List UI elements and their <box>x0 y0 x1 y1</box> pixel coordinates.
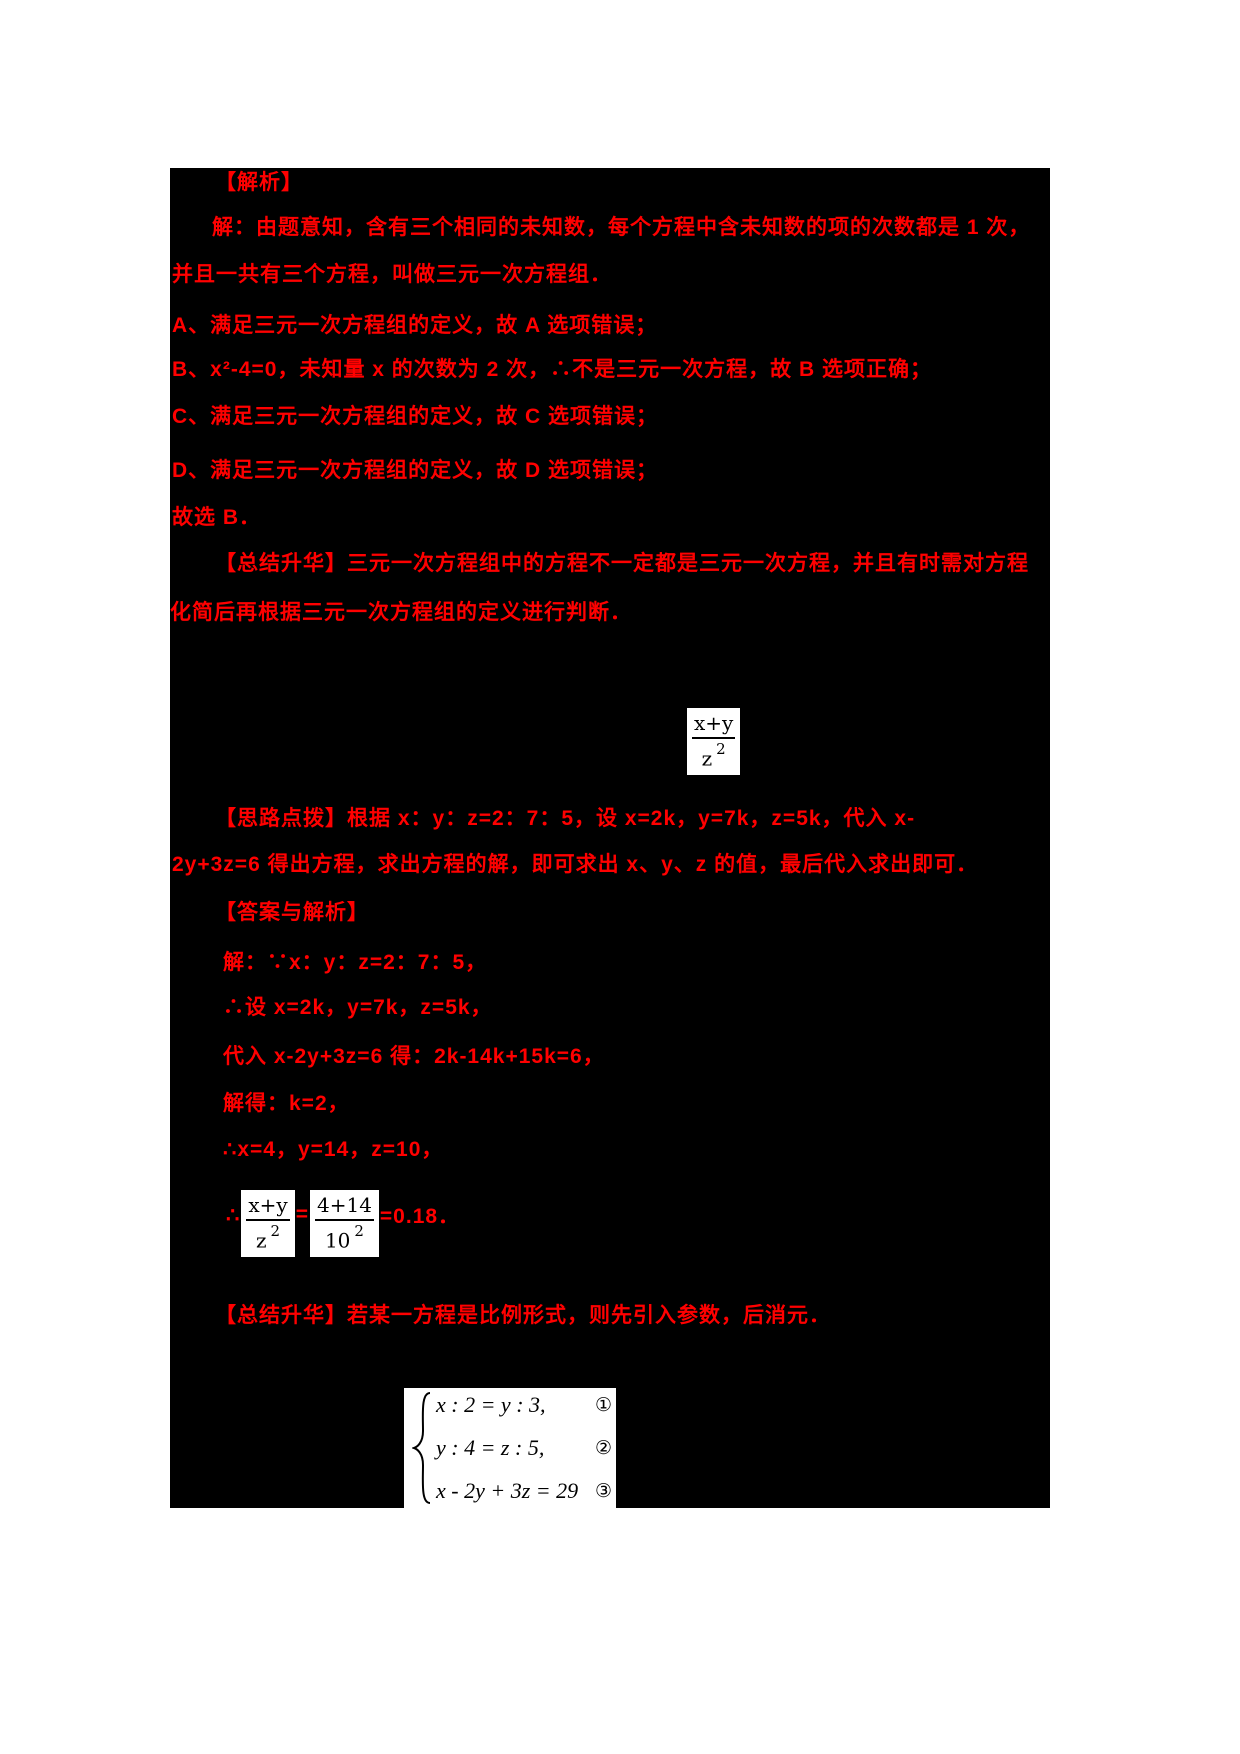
equation-2-label: ② <box>594 1437 612 1459</box>
option-d-analysis: D、满足三元一次方程组的定义，故 D 选项错误； <box>172 459 658 482</box>
hint-line-2: 2y+3z=6 得出方程，求出方程的解，即可求出 x、y、z 的值，最后代入求出… <box>172 853 979 876</box>
equals-symbol: = <box>295 1203 309 1227</box>
option-a-analysis: A、满足三元一次方程组的定义，故 A 选项错误； <box>172 314 658 337</box>
equation-2: y : 4 = z : 5, <box>436 1435 545 1460</box>
solution-step-3: 代入 x-2y+3z=6 得：2k-14k+15k=6， <box>223 1045 605 1068</box>
answer-analysis-heading: 【答案与解析】 <box>215 901 369 924</box>
equation-3: x - 2y + 3z = 29 <box>436 1478 579 1503</box>
summary-line-1: 【总结升华】三元一次方程组中的方程不一定都是三元一次方程，并且有时需对方程 <box>215 552 1029 575</box>
equation-rows: x : 2 = y : 3, ① y : 4 = z : 5, ② x - 2y… <box>436 1392 612 1504</box>
denominator-exponent: 2 <box>716 740 726 758</box>
equation-1-label: ① <box>594 1394 612 1416</box>
fraction-a-den-exponent: 2 <box>270 1222 281 1240</box>
summary-line-2: 化简后再根据三元一次方程组的定义进行判断． <box>170 601 632 624</box>
summary-2-line: 【总结升华】若某一方程是比例形式，则先引入参数，后消元． <box>215 1304 831 1327</box>
equation-row: x - 2y + 3z = 29 ③ <box>436 1478 612 1504</box>
solution-step-1: 解：∵x：y：z=2：7：5， <box>223 951 488 974</box>
fraction-a-numerator: x+y <box>246 1193 290 1221</box>
solution-step-4: 解得：k=2， <box>223 1092 350 1115</box>
solution-intro-line-1: 解：由题意知，含有三个相同的未知数，每个方程中含未知数的项的次数都是 1 次， <box>212 216 1031 239</box>
fraction-b-den-base: 10 <box>324 1228 351 1253</box>
equation-row: y : 4 = z : 5, ② <box>436 1435 612 1461</box>
answer-choice-line: 故选 B． <box>172 506 261 529</box>
document-content-panel: 【解析】 解：由题意知，含有三个相同的未知数，每个方程中含未知数的项的次数都是 … <box>170 168 1050 1508</box>
equation-row: x : 2 = y : 3, ① <box>436 1392 612 1418</box>
fraction-a-den-base: z <box>256 1228 267 1253</box>
hint-line-1: 【思路点拨】根据 x：y：z=2：7：5，设 x=2k，y=7k，z=5k，代入… <box>215 807 916 830</box>
option-b-analysis: B、x²-4=0，未知量 x 的次数为 2 次，∴不是三元一次方程，故 B 选项… <box>172 358 932 381</box>
result-text: =0.18． <box>379 1205 461 1229</box>
therefore-symbol: ∴ <box>226 1203 241 1227</box>
fraction-numerator: x+y <box>692 711 736 739</box>
solution-intro-line-2: 并且一共有三个方程，叫做三元一次方程组． <box>172 263 612 286</box>
option-c-analysis: C、满足三元一次方程组的定义，故 C 选项错误； <box>172 405 658 428</box>
solution-step-5: ∴x=4，y=14，z=10， <box>223 1138 444 1161</box>
fraction-b-den-exponent: 2 <box>354 1222 364 1240</box>
analysis-heading: 【解析】 <box>215 171 303 194</box>
equation-1: x : 2 = y : 3, <box>436 1392 546 1417</box>
fraction-b-numerator: 4+14 <box>314 1193 374 1221</box>
equation-3-label: ③ <box>594 1480 612 1502</box>
left-brace-icon <box>412 1392 431 1504</box>
denominator-base: z <box>701 746 713 771</box>
equation-system-image: x : 2 = y : 3, ① y : 4 = z : 5, ② x - 2y… <box>404 1388 616 1508</box>
solution-step-2: ∴设 x=2k，y=7k，z=5k， <box>223 996 493 1019</box>
